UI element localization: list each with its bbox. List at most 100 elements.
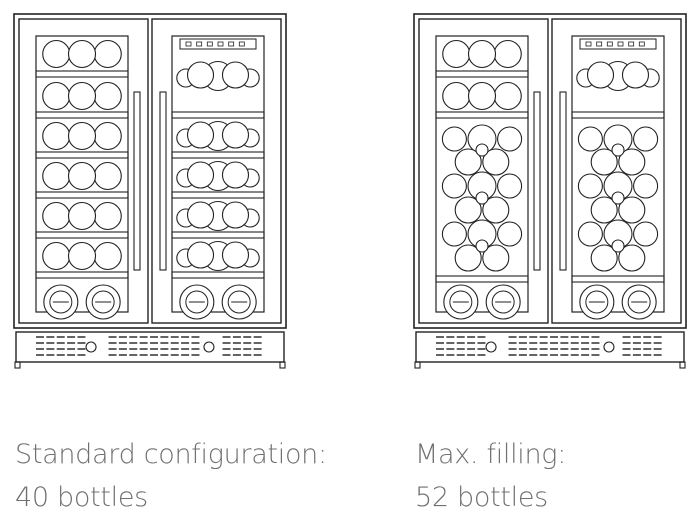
bottle bbox=[93, 121, 122, 151]
foot bbox=[279, 361, 286, 369]
bottle bbox=[442, 81, 471, 111]
left-handle bbox=[533, 91, 541, 271]
caption-max-line2: 52 bottles bbox=[415, 482, 548, 513]
control-button bbox=[628, 41, 635, 47]
bottle bbox=[67, 241, 97, 271]
stacked-bottle bbox=[618, 148, 646, 176]
right-door bbox=[551, 18, 682, 324]
ventilation-base bbox=[415, 331, 685, 363]
bottle bbox=[42, 121, 71, 151]
bottle bbox=[186, 241, 215, 269]
shelf bbox=[35, 70, 129, 78]
stacked-bottle bbox=[633, 173, 659, 199]
stacked-bottle bbox=[618, 196, 646, 224]
bottle bbox=[493, 39, 522, 69]
bottle bbox=[42, 161, 71, 191]
bottle bbox=[93, 81, 122, 111]
stacked-bottle bbox=[577, 173, 603, 199]
stacked-bottle bbox=[618, 244, 646, 272]
control-button bbox=[596, 41, 603, 47]
right-glass bbox=[171, 35, 265, 313]
left-handle bbox=[133, 91, 141, 271]
bottle bbox=[93, 241, 122, 271]
bottle bbox=[186, 121, 215, 149]
shelf bbox=[171, 231, 265, 239]
bottle bbox=[93, 161, 122, 191]
left-door bbox=[18, 18, 149, 324]
bottle bbox=[442, 39, 471, 69]
stacked-bottle bbox=[497, 173, 523, 199]
stacked-bottle bbox=[482, 244, 510, 272]
shelf bbox=[571, 111, 665, 119]
shelf bbox=[435, 111, 529, 119]
bottle bbox=[67, 81, 97, 111]
stacked-bottle bbox=[454, 148, 482, 176]
shelf bbox=[35, 271, 129, 279]
bottle bbox=[493, 81, 522, 111]
base-screw bbox=[85, 341, 97, 353]
stacked-bottle bbox=[590, 244, 618, 272]
shelf bbox=[171, 111, 265, 119]
left-glass bbox=[35, 35, 129, 313]
control-button bbox=[617, 41, 624, 47]
shelf bbox=[35, 191, 129, 199]
stacked-bottle bbox=[482, 148, 510, 176]
control-button bbox=[606, 41, 613, 47]
control-button bbox=[228, 41, 235, 47]
bottle bbox=[467, 81, 497, 111]
right-glass bbox=[571, 35, 665, 313]
bottle bbox=[42, 39, 71, 69]
right-door bbox=[151, 18, 282, 324]
control-button bbox=[217, 41, 224, 47]
foot bbox=[14, 361, 21, 369]
stacked-bottle-neck bbox=[611, 239, 625, 253]
stacked-bottle bbox=[441, 221, 467, 247]
left-door bbox=[418, 18, 549, 324]
shelf bbox=[571, 275, 665, 283]
bottle bbox=[67, 161, 97, 191]
stacked-bottle bbox=[441, 126, 467, 152]
stacked-bottle-neck bbox=[611, 143, 625, 157]
bottle bbox=[221, 61, 250, 89]
bottle bbox=[67, 121, 97, 151]
shelf bbox=[171, 151, 265, 159]
shelf bbox=[435, 275, 529, 283]
bottle bbox=[186, 61, 215, 89]
control-panel bbox=[179, 38, 257, 50]
control-button bbox=[585, 41, 592, 47]
caption-max-line1: Max. filling: bbox=[415, 439, 567, 470]
stacked-bottle bbox=[590, 196, 618, 224]
stacked-bottle-neck bbox=[475, 143, 489, 157]
bottle bbox=[42, 201, 71, 231]
caption-standard-line2: 40 bottles bbox=[15, 482, 148, 513]
stacked-bottle bbox=[590, 148, 618, 176]
stacked-bottle bbox=[454, 244, 482, 272]
bottle bbox=[221, 161, 250, 189]
control-button bbox=[196, 41, 203, 47]
shelf bbox=[435, 70, 529, 78]
control-button bbox=[638, 41, 645, 47]
base-screw bbox=[485, 341, 497, 353]
bottle bbox=[467, 39, 497, 69]
base-screw bbox=[603, 341, 615, 353]
stacked-bottle bbox=[577, 126, 603, 152]
base-screw bbox=[203, 341, 215, 353]
bottle bbox=[42, 81, 71, 111]
stacked-bottle bbox=[454, 196, 482, 224]
shelf bbox=[35, 151, 129, 159]
foot bbox=[414, 361, 421, 369]
bottle bbox=[67, 201, 97, 231]
foot bbox=[679, 361, 686, 369]
shelf bbox=[35, 231, 129, 239]
cooler-max-filling bbox=[413, 13, 687, 369]
cooler-standard-configuration bbox=[13, 13, 287, 369]
right-handle bbox=[159, 91, 167, 271]
stacked-bottle bbox=[577, 221, 603, 247]
stacked-bottle bbox=[633, 221, 659, 247]
control-button bbox=[206, 41, 213, 47]
bottle bbox=[42, 241, 71, 271]
bottle bbox=[586, 61, 615, 89]
bottle bbox=[93, 39, 122, 69]
stacked-bottle bbox=[497, 221, 523, 247]
